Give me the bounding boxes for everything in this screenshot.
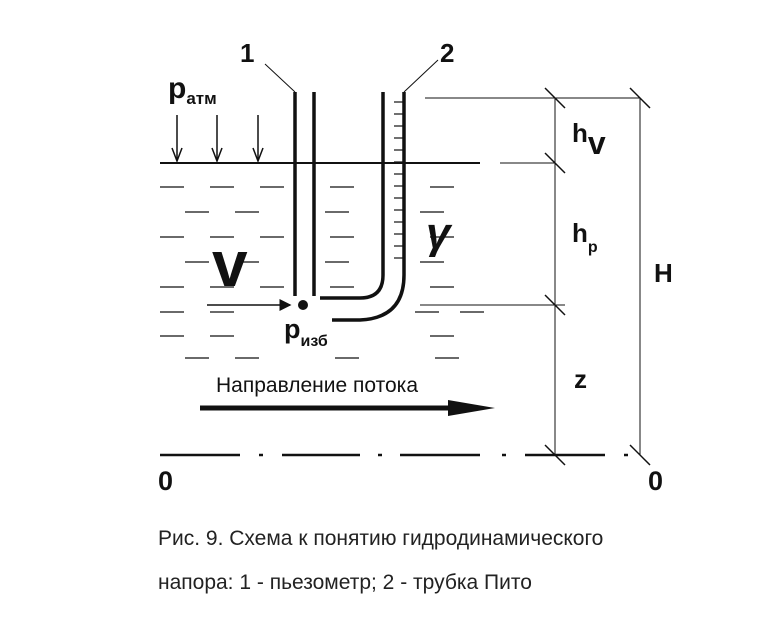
piezometer-tube [293, 92, 316, 296]
figure-caption-line-1: Рис. 9. Схема к понятию гидродинамическо… [158, 527, 604, 550]
p-izb-subscript: изб [301, 333, 328, 350]
figure-caption-line-2: напора: 1 - пьезометр; 2 - трубка Пито [158, 571, 532, 594]
hp-label: hр [572, 218, 598, 256]
p-izb-main: p [284, 314, 301, 344]
p-atm-subscript: атм [186, 89, 216, 108]
water-hatching [160, 186, 484, 359]
tube2-leader-line [403, 59, 439, 93]
measurement-point [298, 300, 308, 310]
datum-label-right: 0 [648, 466, 663, 496]
z-label: z [574, 364, 587, 394]
atmospheric-pressure-arrows [171, 115, 264, 164]
hv-subscript: v [588, 125, 606, 161]
p-atm-main: p [168, 72, 186, 105]
tube1-label: 1 [240, 38, 254, 68]
velocity-label: v [212, 228, 248, 300]
hv-main: h [572, 118, 588, 148]
flow-direction-arrowhead [448, 400, 495, 416]
hp-main: h [572, 218, 588, 248]
datum-label-left: 0 [158, 466, 173, 496]
tube2-label: 2 [440, 38, 454, 68]
dimension-ticks-H [629, 87, 651, 466]
p-atm-label: pатм [168, 72, 217, 108]
p-izb-label: pизб [284, 314, 328, 350]
pitot-tube [320, 92, 406, 322]
H-label: H [654, 258, 673, 288]
hp-subscript: р [588, 239, 598, 256]
hv-label: hv [572, 118, 606, 161]
flow-direction-label: Направление потока [216, 374, 418, 397]
tube1-leader-line [264, 63, 296, 93]
pitot-scale-ticks [394, 101, 403, 259]
gamma-label: γ [426, 209, 453, 258]
